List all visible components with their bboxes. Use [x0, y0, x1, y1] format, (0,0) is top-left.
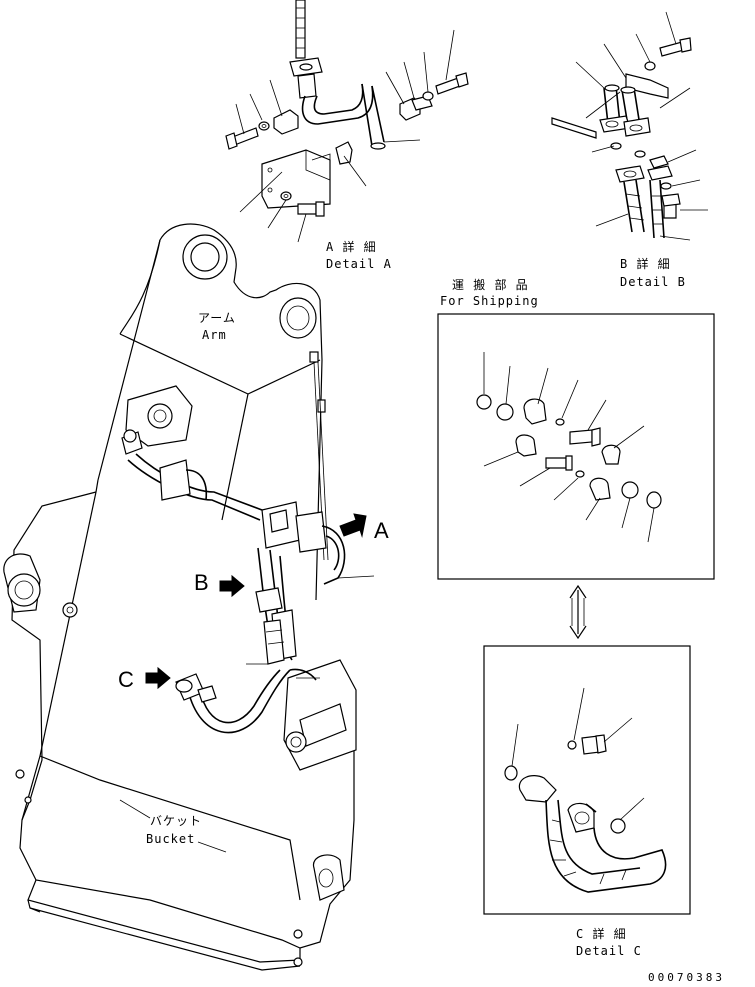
callout-a-letter: A: [374, 518, 389, 543]
detail-c-label-jp: C 詳 細: [576, 926, 627, 941]
detail-b-label-jp: B 詳 細: [620, 256, 671, 271]
detail-c-label-en: Detail C: [576, 944, 642, 958]
shipping-label-jp: 運 搬 部 品: [452, 277, 529, 292]
callout-arrow-c: [145, 666, 171, 690]
document-number: 00070383: [648, 971, 725, 984]
detail-c-drawing: [504, 687, 667, 893]
callout-c-letter: C: [118, 667, 134, 692]
callout-arrow-b: [219, 574, 245, 598]
arm-label-en: Arm: [202, 328, 227, 342]
detail-b-label-en: Detail B: [620, 275, 686, 289]
callout-b-letter: B: [194, 570, 209, 595]
bucket-label-jp: バケット: [150, 814, 202, 828]
detail-c-box: [483, 645, 691, 915]
arm-label-jp: アーム: [198, 311, 236, 325]
shipping-parts-box: [437, 313, 715, 580]
detail-a-label-jp: A 詳 細: [326, 239, 377, 254]
shipping-parts-drawing: [476, 352, 662, 543]
detail-a-label-en: Detail A: [326, 257, 392, 271]
detail-a-drawing: [225, 0, 469, 243]
callout-arrow-a: [339, 513, 367, 538]
arm-and-bucket-assembly: [3, 223, 375, 971]
detail-b-drawing: [551, 11, 708, 241]
double-arrow: [569, 584, 587, 640]
bucket-label-en: Bucket: [146, 832, 195, 846]
shipping-label-en: For Shipping: [440, 294, 539, 308]
